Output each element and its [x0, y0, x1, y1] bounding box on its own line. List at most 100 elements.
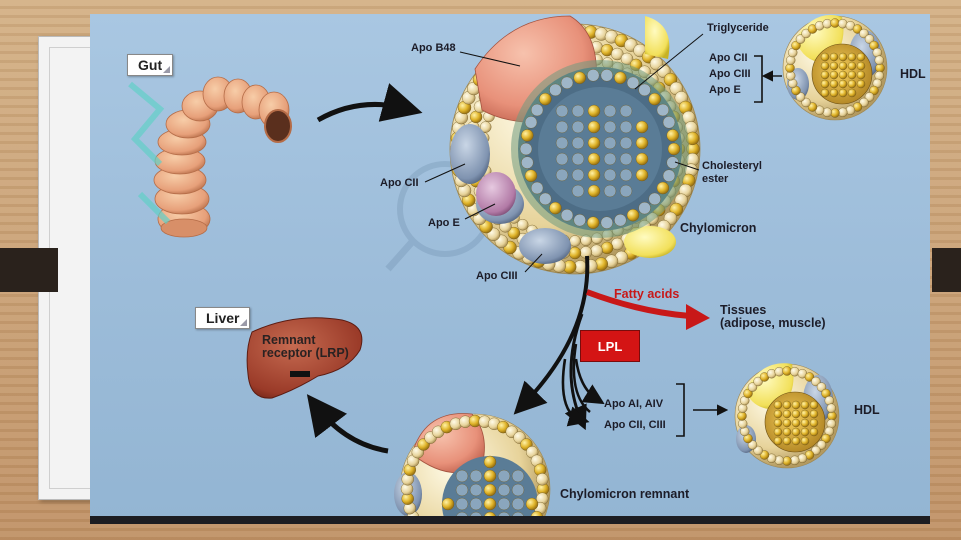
arrow-fatty-acids	[585, 289, 691, 319]
hdl-bead	[747, 382, 758, 392]
hdl-bead	[790, 455, 800, 465]
hdl-bead	[747, 440, 758, 450]
hdl-bead	[856, 52, 866, 62]
core-bead	[603, 104, 617, 118]
core-bead	[600, 69, 613, 82]
hdl-bead	[827, 411, 837, 421]
core-bead	[571, 168, 585, 182]
hdl-bead	[743, 388, 753, 399]
hdl-bead	[822, 18, 832, 29]
apo-e-top-label: Apo E	[709, 84, 741, 96]
core-bead	[555, 104, 569, 118]
hdl-bead	[829, 88, 839, 98]
hdl-bead	[852, 24, 863, 34]
slide-bottom-edge	[90, 516, 930, 524]
hdl-bead	[830, 108, 840, 118]
hdl-bead	[759, 450, 770, 460]
core-bead	[614, 213, 627, 227]
hdl-bead	[829, 70, 839, 80]
hdl-bead	[782, 427, 792, 437]
core-bead	[549, 201, 562, 215]
remnant-bead	[525, 497, 539, 511]
hdl-bead	[791, 40, 801, 51]
core-bead	[530, 103, 544, 117]
diagram-slide: Gut Liver Apo B48 Triglyceride Apo CII A…	[90, 14, 930, 522]
hdl-bead	[838, 70, 848, 80]
core-bead	[667, 142, 681, 156]
remnant-bead	[483, 497, 497, 511]
fatty-acids-label: Fatty acids	[614, 287, 680, 301]
hdl-bead	[829, 52, 839, 62]
core-bead	[571, 104, 585, 118]
hdl-bead	[807, 102, 818, 112]
hdl-bead	[809, 409, 819, 419]
core-bead	[524, 116, 538, 129]
hdl-bead	[856, 79, 866, 89]
core-bead	[587, 216, 600, 229]
hdl-bead	[847, 88, 857, 98]
remnant-bead	[497, 469, 511, 483]
core-bead	[549, 83, 562, 97]
hdl-bead	[874, 55, 884, 65]
hdl-bead	[782, 418, 792, 428]
hdl-bead	[791, 427, 801, 437]
remnant-bead	[455, 483, 469, 497]
core-bead	[587, 184, 601, 198]
core-bead	[662, 116, 676, 129]
hdl-bead	[773, 427, 783, 437]
hdl-bead	[809, 400, 819, 410]
core-bead	[635, 120, 649, 134]
hdl-bead	[859, 28, 869, 39]
remnant-bead	[497, 497, 511, 511]
shell-bead	[600, 241, 614, 255]
core-bead	[619, 120, 633, 134]
hdl-bead	[838, 107, 848, 118]
hdl-bead	[820, 70, 830, 80]
hdl-bead	[821, 433, 831, 444]
hdl-bead	[773, 418, 783, 428]
apo-b48-label: Apo B48	[411, 42, 456, 54]
hdl-bead	[811, 445, 821, 456]
hdl-bead	[795, 92, 806, 102]
hdl-bead	[826, 403, 836, 413]
triglyceride-label: Triglyceride	[707, 22, 769, 34]
cholesteryl-ester-label: Cholesteryl ester	[702, 160, 762, 185]
hdl-bead	[816, 440, 827, 450]
core-bead	[519, 142, 533, 156]
core-bead	[530, 181, 544, 195]
chylomicron-particle	[449, 15, 701, 275]
core-bead	[619, 152, 633, 166]
hdl-bead	[809, 427, 819, 437]
shell-bead	[568, 246, 582, 260]
hdl-bead	[801, 28, 811, 39]
hdl-bead	[753, 445, 763, 456]
hdl-bead	[838, 79, 848, 89]
remnant-bead	[483, 455, 497, 469]
hdl-bead	[829, 79, 839, 89]
core-bead	[603, 184, 617, 198]
bracket-bottom-apo	[676, 383, 685, 437]
hdl-bead	[800, 436, 810, 446]
core-bead	[656, 181, 670, 195]
right-dark-bar	[932, 248, 961, 292]
hdl-bead	[838, 88, 848, 98]
hdl-bead	[791, 400, 801, 410]
hdl-bead	[791, 436, 801, 446]
remnant-bead	[441, 497, 455, 511]
core-bead	[587, 104, 601, 118]
remnant-bead	[455, 497, 469, 511]
hdl-bead	[820, 88, 830, 98]
hdl-particle-top	[782, 14, 888, 121]
core-bead	[555, 120, 569, 134]
core-bead	[619, 168, 633, 182]
hdl-bead	[820, 61, 830, 71]
tissues-label: Tissues (adipose, muscle)	[720, 303, 826, 330]
core-bead	[573, 71, 586, 84]
hdl-bead	[786, 71, 796, 81]
core-bead	[571, 136, 585, 150]
chylomicron-remnant-label: Chylomicron remnant	[560, 487, 690, 501]
hdl-bead	[782, 456, 792, 466]
hdl-bead	[791, 409, 801, 419]
remnant-bead	[469, 469, 483, 483]
core-bead	[587, 168, 601, 182]
